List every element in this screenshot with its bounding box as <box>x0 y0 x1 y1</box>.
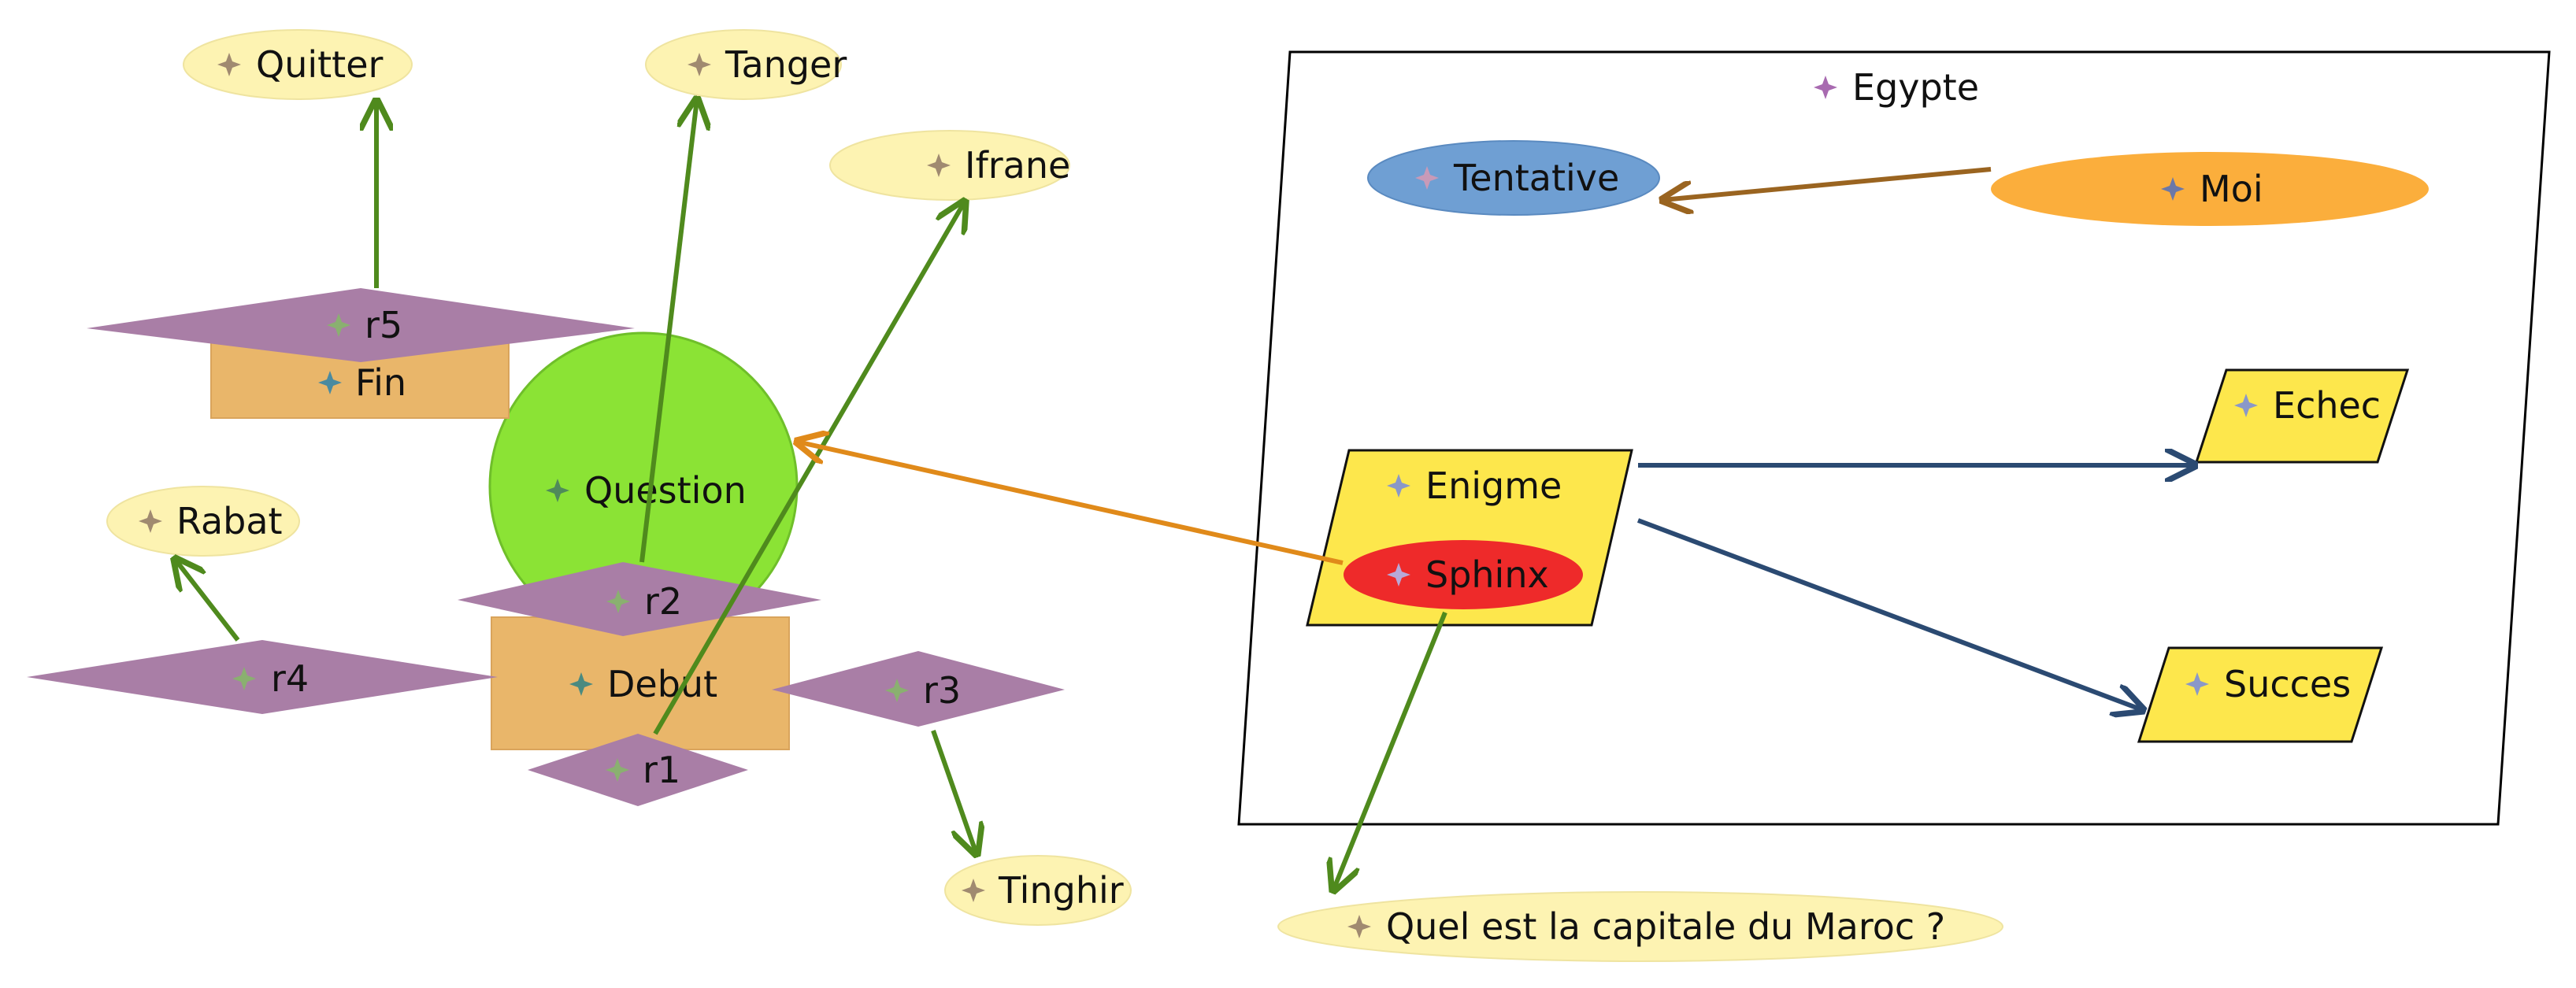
r4-label: r4 <box>271 657 309 700</box>
edges <box>175 99 2195 890</box>
edge-moi-tentative[interactable] <box>1662 167 1992 200</box>
egypte-star-icon <box>1814 76 1837 99</box>
quitter-label: Quitter <box>256 43 384 86</box>
echec-label: Echec <box>2273 384 2381 427</box>
quitter-ellipse <box>183 29 413 100</box>
node-rabat[interactable]: Rabat <box>106 486 300 557</box>
node-tentative[interactable]: Tentative <box>1367 140 1660 216</box>
node-r5[interactable]: r5 <box>87 288 635 362</box>
r5-diamond <box>87 288 635 362</box>
node-ifrane[interactable]: Ifrane <box>829 130 1070 201</box>
r3-label: r3 <box>923 669 961 712</box>
r2-label: r2 <box>644 580 682 623</box>
ifrane-label: Ifrane <box>965 144 1070 187</box>
edge-r3-tinghir[interactable] <box>931 730 977 854</box>
node-r4[interactable]: r4 <box>27 640 498 714</box>
r1-label: r1 <box>643 749 680 791</box>
edge-r4-rabat[interactable] <box>175 559 240 642</box>
egypte-label: Egypte <box>1852 66 1979 109</box>
r4-diamond <box>27 640 498 714</box>
node-r2[interactable]: r2 <box>458 562 821 636</box>
node-tinghir[interactable]: Tinghir <box>944 855 1132 926</box>
node-sphinx[interactable]: Sphinx <box>1344 540 1583 609</box>
question-label: Question <box>584 469 747 512</box>
tinghir-ellipse <box>944 855 1132 926</box>
tanger-ellipse <box>645 29 842 100</box>
sphinx-ellipse <box>1344 540 1583 609</box>
moi-label: Moi <box>2200 168 2263 210</box>
tentative-ellipse <box>1367 140 1660 216</box>
node-succes[interactable]: Succes <box>2137 646 2384 743</box>
fin-label: Fin <box>355 361 406 404</box>
r5-label: r5 <box>365 304 402 346</box>
egypte-container-frame <box>1237 50 2551 826</box>
edge-enigme-succes[interactable] <box>1636 518 2143 710</box>
rabat-label: Rabat <box>176 500 283 542</box>
echec-parallelogram <box>2194 368 2410 464</box>
enigme-label: Enigme <box>1425 464 1562 507</box>
debut-rect <box>491 616 790 750</box>
node-tanger[interactable]: Tanger <box>645 29 847 100</box>
succes-label: Succes <box>2224 663 2351 705</box>
node-r1[interactable]: r1 <box>528 734 748 806</box>
r3-diamond <box>772 651 1065 727</box>
node-quitter[interactable]: Quitter <box>183 29 413 100</box>
tentative-label: Tentative <box>1453 157 1619 199</box>
quel-ellipse <box>1277 891 2003 962</box>
node-debut[interactable]: Debut <box>491 616 790 750</box>
tanger-label: Tanger <box>725 43 847 86</box>
quel-label: Quel est la capitale du Maroc ? <box>1386 905 1945 948</box>
debut-label: Debut <box>607 663 717 705</box>
tinghir-label: Tinghir <box>998 869 1124 912</box>
node-moi[interactable]: Moi <box>1991 152 2429 226</box>
edge-r2-tanger[interactable] <box>639 99 697 563</box>
egypte-container[interactable]: Egypte <box>1237 50 2551 826</box>
sphinx-label: Sphinx <box>1425 553 1549 596</box>
moi-ellipse <box>1991 152 2429 226</box>
edge-sphinx-question[interactable] <box>797 442 1344 565</box>
node-echec[interactable]: Echec <box>2194 368 2410 464</box>
r2-diamond <box>458 562 821 636</box>
r1-diamond <box>528 734 748 806</box>
node-quel[interactable]: Quel est la capitale du Maroc ? <box>1277 891 2003 962</box>
edge-sphinx-quel[interactable] <box>1333 611 1447 890</box>
edge-r1-ifrane[interactable] <box>653 202 965 735</box>
node-r3[interactable]: r3 <box>772 651 1065 727</box>
